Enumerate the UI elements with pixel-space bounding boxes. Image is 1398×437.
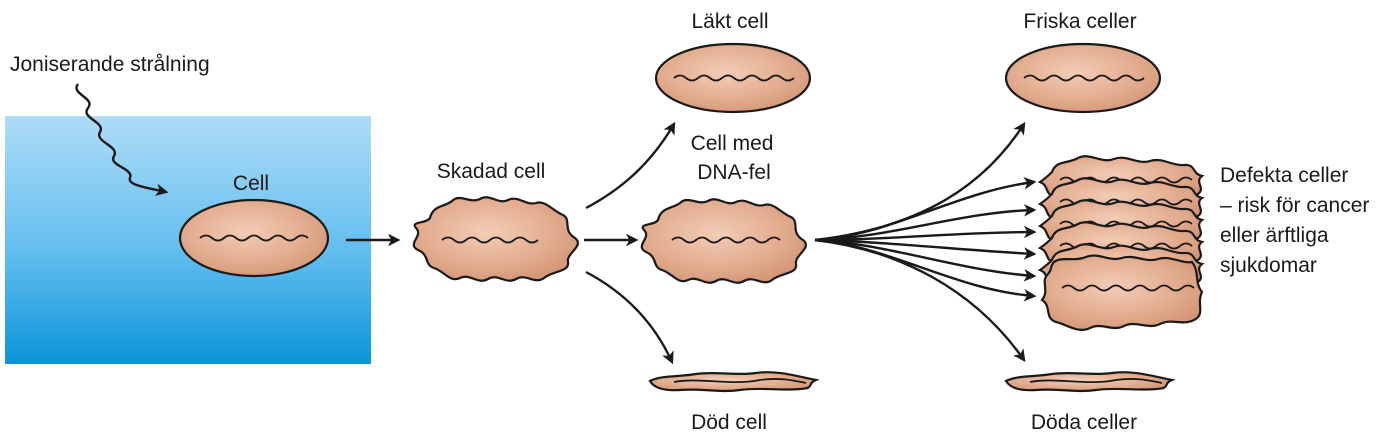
dna-strand [1023, 74, 1145, 82]
outcome-arrows [814, 121, 1037, 363]
label-defective-line3: eller ärftliga [1220, 224, 1329, 247]
label-dead-cell: Död cell [691, 411, 767, 434]
label-defective-line4: sjukdomar [1220, 254, 1317, 277]
arrow-to-healed-cell [585, 121, 676, 210]
arrow-to-defective-cell-2 [814, 204, 1037, 242]
damaged-cell [412, 196, 579, 282]
label-damaged-cell: Skadad cell [437, 160, 546, 183]
arrow-to-defective-cell-1 [814, 177, 1037, 242]
arrow-to-defective-cell-3 [814, 225, 1037, 242]
label-cell: Cell [233, 172, 269, 195]
label-defective-line1: Defekta celler [1220, 164, 1348, 187]
dna-strand [673, 378, 807, 384]
label-radiation: Joniserande strålning [10, 53, 210, 76]
dna-strand [441, 236, 539, 244]
label-dead-cells: Döda celler [1031, 411, 1137, 434]
dna-strand [1029, 378, 1163, 384]
arrow-to-defective-cell-4 [814, 238, 1037, 260]
dead-cell [648, 371, 820, 393]
arrow-to-defective-cell-5 [814, 238, 1037, 282]
arrow-to-defective-cell-6 [814, 238, 1037, 302]
arrow-to-dead-cell [585, 270, 674, 365]
label-dna-error-line2: DNA-fel [697, 161, 771, 184]
label-healthy-cells: Friska celler [1023, 10, 1136, 33]
cell [178, 198, 330, 278]
dna-strand [673, 74, 795, 82]
arrow-to-dead-cells [814, 238, 1026, 363]
dna-strand [199, 234, 309, 242]
healed-cell [654, 42, 812, 114]
dead-cells [1004, 371, 1176, 393]
label-healed-cell: Läkt cell [691, 10, 768, 33]
radiation-wave-arrow [75, 83, 169, 196]
healthy-cell [1004, 42, 1162, 114]
dna-strand [671, 236, 781, 244]
arrow-to-healthy-cells [814, 121, 1026, 242]
dna-error-cell [640, 198, 807, 284]
label-dna-error-line1: Cell med [691, 132, 774, 155]
defective-cells-stack [1037, 155, 1205, 331]
label-defective-line2: – risk för cancer [1220, 194, 1369, 217]
